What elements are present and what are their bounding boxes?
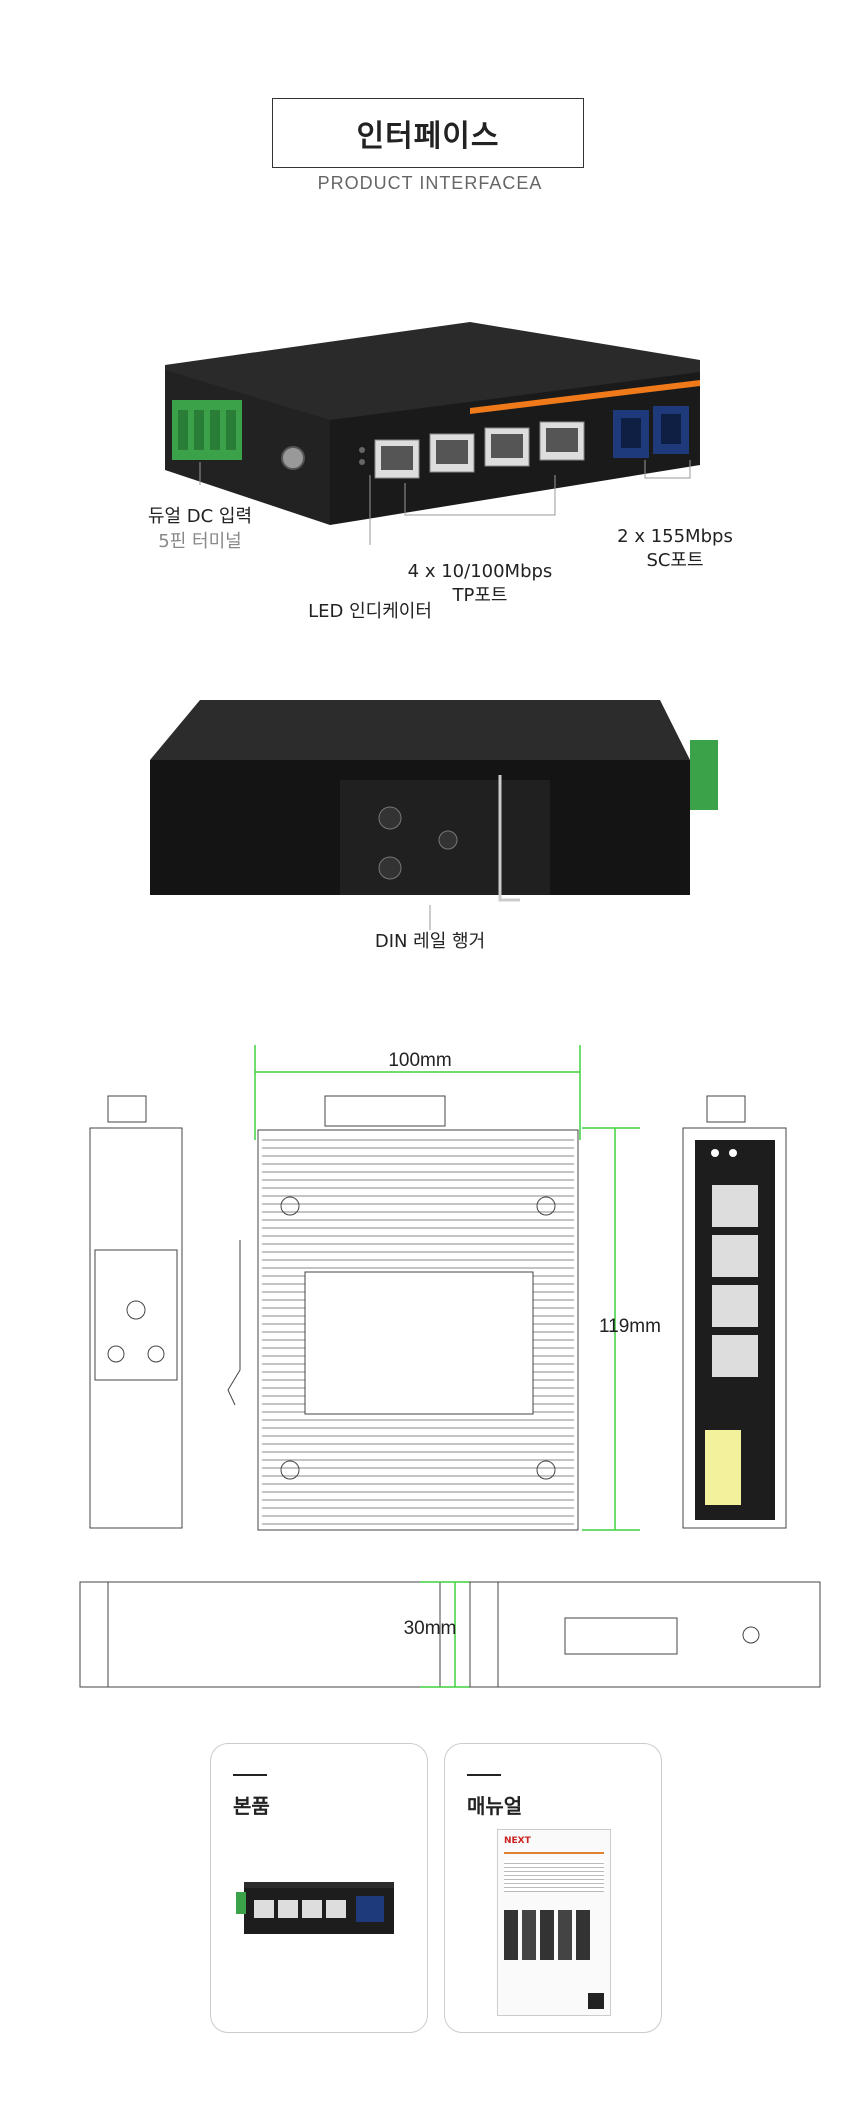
product-thumbnail <box>236 1882 394 1934</box>
bottom-left-profile <box>79 1581 441 1688</box>
panel-fiber-label <box>705 1430 741 1505</box>
sc-port-inner <box>661 414 681 444</box>
body-screw <box>280 1460 300 1480</box>
package-card-body: 본품 <box>210 1743 428 2033</box>
card-accent-bar <box>233 1774 267 1776</box>
terminal-pin <box>210 410 220 450</box>
din-rail-hook <box>498 775 520 902</box>
left-side-profile <box>89 1127 183 1529</box>
panel-led <box>729 1149 737 1157</box>
label-area <box>304 1271 534 1415</box>
din-hook-profile <box>227 1240 241 1406</box>
manual-divider <box>504 1852 604 1854</box>
clip-screw <box>107 1345 125 1363</box>
callout-sc-line2: SC포트 <box>646 550 704 571</box>
din-clip-outline <box>94 1249 178 1381</box>
dimension-drawings <box>79 1045 821 1688</box>
manual-thumbnail: NEXT <box>497 1829 611 2016</box>
rj45-port-inner <box>381 446 413 470</box>
terminal-pin <box>194 410 204 450</box>
panel-rj45 <box>712 1335 758 1377</box>
terminal-pin <box>226 410 236 450</box>
side-terminal-right <box>706 1095 746 1123</box>
top-view-body <box>257 1129 579 1531</box>
card-title: 본품 <box>233 1794 270 1818</box>
rear-view-illustration <box>150 700 718 930</box>
card-accent-bar <box>467 1774 501 1776</box>
led-dot <box>359 459 365 465</box>
manual-brand: NEXT <box>504 1836 531 1846</box>
terminal-block-rear <box>690 740 718 810</box>
ground-screw <box>281 446 305 470</box>
bottom-right-profile <box>469 1581 821 1688</box>
dimension-width-label: 100mm <box>388 1050 452 1071</box>
right-side-profile <box>682 1127 787 1529</box>
callout-led: LED 인디케이터 <box>308 601 432 622</box>
manual-product-images <box>504 1910 604 1970</box>
manual-qr-code <box>588 1993 604 2009</box>
body-screw <box>280 1196 300 1216</box>
callout-bracket-sc <box>644 460 691 479</box>
rj45-port-inner <box>436 440 468 464</box>
body-screw <box>536 1460 556 1480</box>
mounting-screw <box>438 830 458 850</box>
terminal-pin <box>178 410 188 450</box>
callout-tp-line1: 4 x 10/100Mbps <box>407 561 553 582</box>
page-subtitle: PRODUCT INTERFACEA <box>317 173 543 193</box>
panel-rj45 <box>712 1185 758 1227</box>
card-title: 매뉴얼 <box>467 1794 523 1818</box>
accent-stripe <box>470 380 700 414</box>
panel-led <box>711 1149 719 1157</box>
callout-power-line2: 5핀 터미널 <box>158 531 242 552</box>
page-title: 인터페이스 <box>356 119 500 154</box>
callout-sc-line1: 2 x 155Mbps <box>617 526 733 547</box>
rear-top-surface <box>150 700 690 760</box>
terminal-outline <box>564 1617 678 1655</box>
clip-screw <box>126 1300 146 1320</box>
front-view-illustration <box>165 322 700 545</box>
callout-din: DIN 레일 행거 <box>374 931 486 952</box>
dimension-depth-label: 30mm <box>403 1618 457 1639</box>
callout-power-line1: 듀얼 DC 입력 <box>147 506 253 527</box>
sc-port-inner <box>621 418 641 448</box>
page-title-box: 인터페이스 <box>272 98 584 168</box>
mounting-screw <box>378 806 402 830</box>
callout-tp-line2: TP포트 <box>452 585 508 606</box>
manual-text-lines <box>504 1860 604 1892</box>
panel-rj45 <box>712 1285 758 1327</box>
callout-bracket-tp <box>404 475 556 516</box>
bottom-left-cap <box>79 1581 109 1688</box>
package-card-manual: 매뉴얼 NEXT <box>444 1743 662 2033</box>
body-screw <box>536 1196 556 1216</box>
ground-screw-outline <box>742 1626 760 1644</box>
side-terminal <box>107 1095 147 1123</box>
clip-screw <box>147 1345 165 1363</box>
rj45-port-inner <box>546 428 578 452</box>
dimension-height-label: 119mm <box>599 1316 661 1337</box>
led-dot <box>359 447 365 453</box>
top-terminal <box>324 1095 446 1127</box>
mounting-screw <box>378 856 402 880</box>
panel-rj45 <box>712 1235 758 1277</box>
bottom-right-cap <box>469 1581 499 1688</box>
rj45-port-inner <box>491 434 523 458</box>
